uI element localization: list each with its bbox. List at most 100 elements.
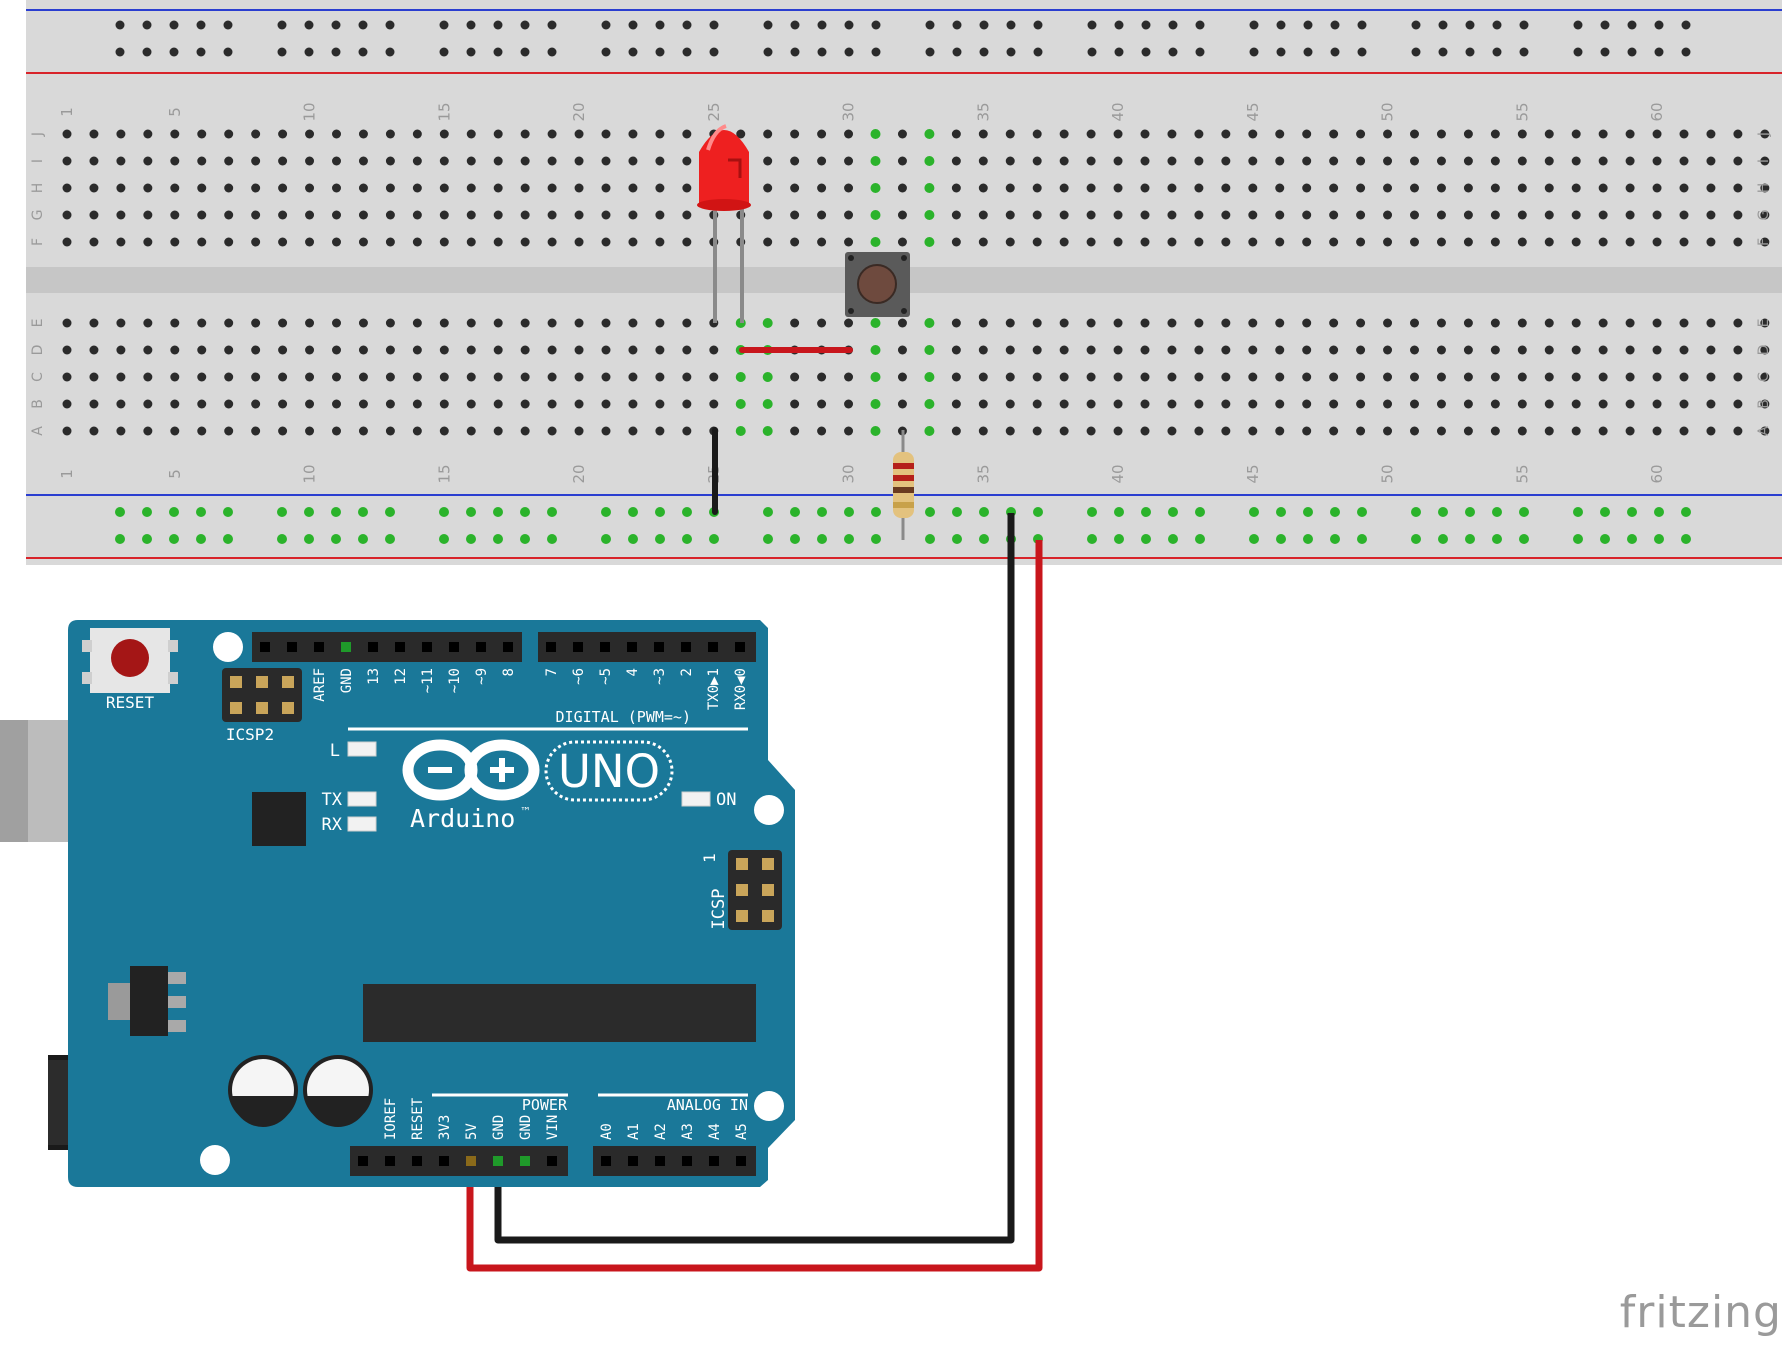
breadboard-hole[interactable] xyxy=(601,129,611,139)
breadboard-hole[interactable] xyxy=(197,345,207,355)
rail-hole[interactable] xyxy=(115,534,125,544)
breadboard-hole[interactable] xyxy=(1410,399,1419,409)
breadboard-hole[interactable] xyxy=(1329,399,1339,409)
breadboard-hole[interactable] xyxy=(224,156,234,166)
breadboard-hole[interactable] xyxy=(1221,237,1231,247)
breadboard-hole[interactable] xyxy=(278,210,288,220)
header-pin[interactable] xyxy=(547,1156,557,1166)
breadboard-hole[interactable] xyxy=(116,156,126,166)
rail-hole[interactable] xyxy=(1573,20,1583,30)
rail-hole[interactable] xyxy=(1438,20,1448,30)
breadboard-hole[interactable] xyxy=(1329,426,1339,436)
breadboard-hole[interactable] xyxy=(1086,129,1096,139)
rail-hole[interactable] xyxy=(385,47,395,57)
breadboard-hole[interactable] xyxy=(1194,345,1204,355)
header-pin[interactable] xyxy=(449,642,459,652)
breadboard-hole[interactable] xyxy=(844,156,854,166)
rail-hole[interactable] xyxy=(871,47,881,57)
breadboard-hole[interactable] xyxy=(62,372,72,382)
breadboard-hole[interactable] xyxy=(1571,156,1581,166)
breadboard-hole[interactable] xyxy=(1005,129,1015,139)
rail-hole[interactable] xyxy=(1573,47,1583,57)
rail-hole[interactable] xyxy=(1627,534,1637,544)
breadboard-hole[interactable] xyxy=(385,318,395,328)
rail-hole[interactable] xyxy=(925,20,935,30)
breadboard-hole[interactable] xyxy=(1706,129,1716,139)
rail-hole[interactable] xyxy=(223,534,233,544)
rail-hole[interactable] xyxy=(358,47,368,57)
rail-hole[interactable] xyxy=(1006,20,1016,30)
breadboard-hole[interactable] xyxy=(1517,345,1527,355)
rail-hole[interactable] xyxy=(763,534,773,544)
breadboard-hole[interactable] xyxy=(412,426,422,436)
rail-hole[interactable] xyxy=(1465,47,1475,57)
rail-hole[interactable] xyxy=(385,534,395,544)
breadboard-hole[interactable] xyxy=(224,345,234,355)
breadboard-hole[interactable] xyxy=(1275,372,1285,382)
rail-hole[interactable] xyxy=(1465,534,1475,544)
breadboard-hole[interactable] xyxy=(1410,426,1419,436)
breadboard-hole[interactable] xyxy=(1652,210,1662,220)
breadboard-hole[interactable] xyxy=(224,129,234,139)
breadboard-hole[interactable] xyxy=(1167,372,1177,382)
breadboard-hole[interactable] xyxy=(1113,426,1123,436)
breadboard-hole[interactable] xyxy=(1275,210,1285,220)
breadboard-hole[interactable] xyxy=(1032,426,1042,436)
breadboard-hole[interactable] xyxy=(1221,129,1231,139)
breadboard-hole[interactable] xyxy=(1194,156,1204,166)
breadboard-hole[interactable] xyxy=(1194,426,1204,436)
rail-hole[interactable] xyxy=(979,534,989,544)
rail-hole[interactable] xyxy=(952,20,962,30)
breadboard-hole[interactable] xyxy=(1275,129,1285,139)
breadboard-hole[interactable] xyxy=(1544,129,1554,139)
breadboard-hole[interactable] xyxy=(439,183,449,193)
breadboard-hole[interactable] xyxy=(978,372,988,382)
breadboard-hole[interactable] xyxy=(224,399,234,409)
breadboard-hole[interactable] xyxy=(1248,129,1258,139)
breadboard-hole[interactable] xyxy=(547,210,557,220)
breadboard-hole[interactable] xyxy=(1356,345,1366,355)
breadboard-hole[interactable] xyxy=(1679,399,1689,409)
breadboard-hole[interactable] xyxy=(1625,210,1635,220)
breadboard-hole[interactable] xyxy=(1113,129,1123,139)
push-button[interactable] xyxy=(845,252,910,317)
breadboard-hole[interactable] xyxy=(143,156,153,166)
rail-hole[interactable] xyxy=(1168,20,1178,30)
breadboard-hole[interactable] xyxy=(574,372,584,382)
rail-hole[interactable] xyxy=(223,20,233,30)
rail-hole[interactable] xyxy=(1411,47,1421,57)
breadboard-hole[interactable] xyxy=(305,237,315,247)
rail-hole[interactable] xyxy=(682,534,692,544)
breadboard-hole[interactable] xyxy=(817,183,827,193)
breadboard-hole[interactable] xyxy=(762,372,773,382)
breadboard-hole[interactable] xyxy=(817,156,827,166)
breadboard-hole[interactable] xyxy=(924,210,935,220)
breadboard-hole[interactable] xyxy=(1410,129,1419,139)
breadboard-hole[interactable] xyxy=(170,399,180,409)
rail-hole[interactable] xyxy=(1600,20,1610,30)
breadboard-hole[interactable] xyxy=(520,237,530,247)
rail-hole[interactable] xyxy=(601,20,611,30)
breadboard-hole[interactable] xyxy=(1329,129,1339,139)
rail-hole[interactable] xyxy=(196,20,206,30)
breadboard-hole[interactable] xyxy=(1113,318,1123,328)
breadboard-hole[interactable] xyxy=(358,156,368,166)
breadboard-hole[interactable] xyxy=(655,129,665,139)
rail-hole[interactable] xyxy=(169,47,179,57)
rail-hole[interactable] xyxy=(709,20,719,30)
breadboard-hole[interactable] xyxy=(790,210,800,220)
breadboard-hole[interactable] xyxy=(412,183,422,193)
breadboard-hole[interactable] xyxy=(1652,156,1662,166)
breadboard-hole[interactable] xyxy=(924,426,935,436)
breadboard-hole[interactable] xyxy=(1167,237,1177,247)
rail-hole[interactable] xyxy=(1438,47,1448,57)
breadboard-hole[interactable] xyxy=(978,345,988,355)
breadboard-hole[interactable] xyxy=(1113,210,1123,220)
breadboard-hole[interactable] xyxy=(466,426,476,436)
breadboard-hole[interactable] xyxy=(143,426,153,436)
breadboard-hole[interactable] xyxy=(170,237,180,247)
header-pin[interactable] xyxy=(314,642,324,652)
breadboard-hole[interactable] xyxy=(978,237,988,247)
rail-hole[interactable] xyxy=(628,47,638,57)
breadboard-hole[interactable] xyxy=(1005,399,1015,409)
